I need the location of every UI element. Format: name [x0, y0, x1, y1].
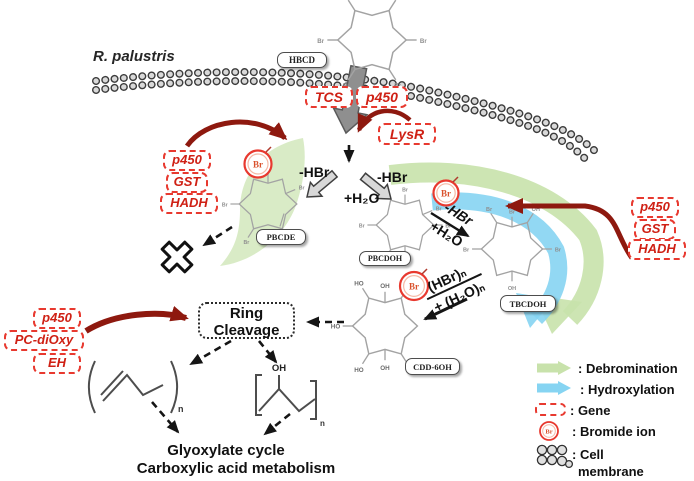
legend-hydroxylation-label: : Hydroxylation — [580, 382, 675, 397]
legend-hydroxylation-arrow — [537, 381, 571, 395]
bromide-label: Br — [409, 282, 419, 292]
ring-cleavage-box: Ring Cleavage — [198, 302, 295, 339]
ring-cleavage-line2: Cleavage — [213, 322, 280, 339]
gene-arrow-left-group — [184, 119, 288, 148]
dashed-arrow-ring-to-hydroxy — [257, 340, 278, 364]
carboxylic-metabolism-label: Carboxylic acid metabolism — [136, 460, 336, 477]
legend-cell-membrane-icon — [536, 444, 574, 469]
bromide-label: Br — [253, 160, 263, 170]
hydroxy-fragment: OH n — [255, 363, 325, 428]
gene-box-gst-right: GST — [634, 219, 676, 240]
reaction-arrow-to-pbcde — [306, 169, 339, 198]
atom-label: Br — [299, 186, 305, 192]
legend-gene-icon — [535, 403, 566, 416]
atom-label: OH — [508, 286, 516, 292]
ring-cleavage-line1: Ring — [229, 305, 264, 322]
dead-end-x-mark — [160, 240, 194, 274]
molecule-label-cdd6oh: CDD-6OH — [405, 358, 460, 375]
bromide-label: Br — [545, 429, 552, 436]
atom-label: Br — [359, 223, 365, 229]
legend-debromination-label: : Debromination — [578, 361, 678, 376]
gene-arrow-right-group — [505, 198, 635, 260]
gene-arrow-bottom-group — [84, 305, 189, 334]
bromide-label: Br — [441, 189, 451, 199]
gene-box-lysr: LysR — [378, 123, 436, 146]
organism-label: R. palustris — [93, 48, 175, 65]
atom-label: Br — [486, 207, 493, 213]
atom-label: HO — [354, 367, 364, 374]
atom-label: Br — [445, 223, 451, 229]
gene-box-p450-right: p450 — [631, 197, 679, 218]
atom-label: OH — [272, 363, 286, 374]
atom-label: Br — [555, 248, 562, 254]
gene-box-p450-bottom: p450 — [33, 308, 81, 329]
glyoxylate-cycle-label: Glyoxylate cycle — [167, 442, 285, 459]
molecule-label-pbcdoh: PBCDOH — [359, 251, 411, 266]
atom-label: Br — [222, 202, 228, 208]
legend-cell-label-line2: membrane — [578, 464, 644, 479]
gene-box-tcs: TCS — [305, 86, 353, 109]
gene-box-pcdioxy: PC-diOxy — [4, 330, 84, 351]
gene-box-eh: EH — [33, 353, 81, 374]
reaction-label-minus-hbr-right: -HBr — [377, 169, 408, 185]
molecule-label-pbcde: PBCDE — [256, 229, 306, 245]
legend-cell-label-line1: : Cell — [572, 447, 604, 462]
debromination-swoosh-left — [220, 138, 305, 266]
legend-bromide-label: : Bromide ion — [572, 424, 656, 439]
molecule-label-tbcdoh: TBCDOH — [500, 295, 556, 312]
legend-bromide-icon: Br — [539, 421, 559, 441]
atom-label: Br — [317, 38, 324, 45]
molecule-label-hbcd: HBCD — [277, 52, 327, 68]
atom-label: Br — [509, 209, 516, 215]
legend-debromination-arrow — [537, 361, 571, 375]
reaction-label-plus-h2o: +H₂O — [344, 190, 380, 206]
reaction-label-hbr-h2o-n: (HBr)ₙ + (H₂O)ₙ — [425, 263, 488, 315]
arrow-pbcdoh-to-tbcdoh — [430, 211, 470, 238]
bromide-ion: Br — [243, 146, 273, 179]
gene-box-hadh-right: HADH — [628, 239, 686, 260]
alkene-fragment: n — [88, 360, 184, 414]
legend-gene-label: : Gene — [570, 403, 611, 418]
gene-box-gst-left: GST — [166, 172, 208, 193]
atom-label: OH — [532, 207, 540, 213]
reaction-arrow-to-pbcdoh — [359, 172, 392, 200]
arrow-to-cdd6oh — [423, 297, 468, 321]
atom-label: Br — [463, 248, 470, 254]
gene-box-p450-left: p450 — [163, 150, 211, 171]
atom-label: HO — [331, 324, 341, 331]
cell-membrane — [92, 68, 601, 166]
atom-label: HO — [354, 281, 364, 288]
bromide-ion: Br — [398, 268, 430, 302]
dashed-arrow-hydroxy-to-glyoxylate — [263, 412, 291, 436]
atom-label: OH — [380, 365, 390, 372]
gene-box-p450-membrane: p450 — [356, 86, 408, 109]
gene-box-hadh-left: HADH — [160, 193, 218, 214]
gene-arrow-lysr — [356, 108, 412, 133]
atom-label: Br — [420, 38, 427, 45]
atom-label: Br — [244, 240, 250, 246]
bromide-ion: Br — [432, 176, 460, 207]
dashed-arrow-alkene-to-glyoxylate — [151, 401, 180, 434]
subscript-n: n — [178, 404, 184, 414]
atom-label: Br — [402, 187, 408, 193]
subscript-n: n — [320, 419, 325, 428]
atom-label: Br — [436, 207, 442, 213]
reaction-label-minus-hbr-left: -HBr — [299, 164, 330, 180]
dashed-arrow-ring-to-alkene — [189, 339, 232, 366]
atom-label: OH — [380, 283, 390, 290]
dashed-arrow-to-x — [202, 225, 233, 247]
